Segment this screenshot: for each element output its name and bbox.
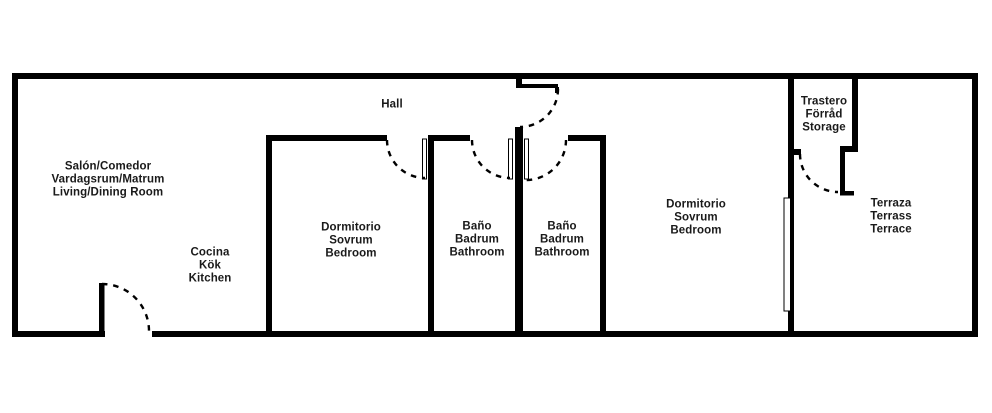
room-label-line: Sovrum <box>329 234 373 247</box>
door-kitchen <box>99 282 151 333</box>
room-label-line: Trastero <box>800 95 848 108</box>
door-bathroom-2 <box>523 138 568 182</box>
door-storage <box>798 150 845 195</box>
room-label-bathroom-2: Baño Badrum Bathroom <box>534 221 589 260</box>
door-swing-arc <box>519 88 560 129</box>
room-label-line: Badrum <box>454 233 500 246</box>
door-swing-arc <box>798 153 839 194</box>
room-label-line: Förråd <box>805 108 843 121</box>
room-label-line: Sovrum <box>674 211 718 224</box>
room-label-line: Baño <box>547 220 577 233</box>
door-bedroom-1 <box>385 138 428 180</box>
room-label-storage: Trastero Förråd Storage <box>801 96 847 135</box>
room-label-kitchen: Cocina Kök Kitchen <box>189 247 232 286</box>
room-label-line: Cocina <box>190 246 230 259</box>
room-label-line: Vardagsrum/Matrum <box>51 173 165 186</box>
door-swing-arc <box>525 139 568 182</box>
room-label-line: Kitchen <box>188 272 232 285</box>
room-label-line: Badrum <box>539 233 585 246</box>
door-entrance <box>516 79 560 129</box>
room-label-line: Bedroom <box>325 247 377 260</box>
room-label-hall: Hall <box>381 99 403 112</box>
room-label-line: Baño <box>462 220 492 233</box>
room-label-line: Hall <box>381 98 403 111</box>
room-label-bathroom-1: Baño Badrum Bathroom <box>449 221 504 260</box>
interior-walls <box>266 79 858 337</box>
room-label-bedroom-1: Dormitorio Sovrum Bedroom <box>321 222 381 261</box>
room-label-line: Terraza <box>870 197 912 210</box>
door-swing-arc <box>470 139 511 180</box>
room-label-line: Dormitorio <box>666 198 726 211</box>
room-label-line: Terrass <box>870 210 912 223</box>
outer-walls <box>12 73 978 337</box>
room-label-line: Terrace <box>870 223 912 236</box>
window-terrace <box>783 197 792 312</box>
room-label-living-dining: Salón/Comedor Vardagsrum/Matrum Living/D… <box>52 161 165 200</box>
room-label-line: Storage <box>802 121 846 134</box>
room-label-line: Dormitorio <box>321 221 381 234</box>
room-label-line: Kök <box>198 259 222 272</box>
room-label-line: Bathroom <box>534 246 590 259</box>
room-label-line: Bathroom <box>449 246 505 259</box>
room-label-terrace: Terraza Terrass Terrace <box>870 198 911 237</box>
door-swing-arc <box>385 139 426 180</box>
room-label-line: Living/Dining Room <box>52 186 164 199</box>
room-label-line: Salón/Comedor <box>64 160 152 173</box>
door-swing-arc <box>101 282 151 332</box>
door-bathroom-1 <box>470 138 514 180</box>
room-label-bedroom-2: Dormitorio Sovrum Bedroom <box>666 199 726 238</box>
room-label-line: Bedroom <box>670 224 722 237</box>
